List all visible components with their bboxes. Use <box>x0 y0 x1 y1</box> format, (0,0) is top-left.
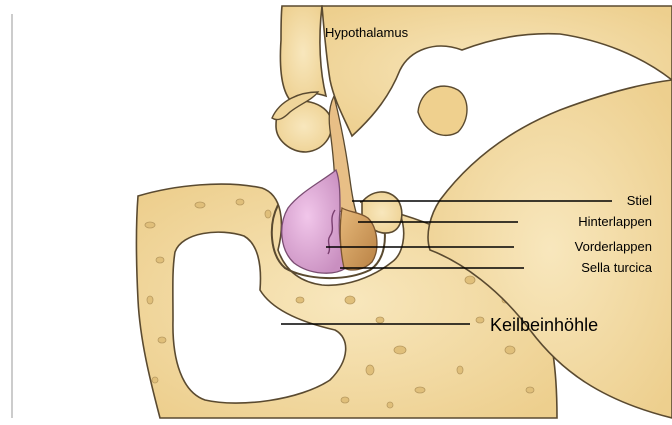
anterior-pituitary <box>282 170 346 273</box>
label-stiel: Stiel <box>627 193 652 208</box>
label-hypothalamus: Hypothalamus <box>325 25 409 40</box>
label-keilbeinhoehle: Keilbeinhöhle <box>490 315 598 335</box>
label-sella-turcica: Sella turcica <box>581 260 653 275</box>
pons-bulge <box>418 86 467 135</box>
label-hinterlappen: Hinterlappen <box>578 214 652 229</box>
label-vorderlappen: Vorderlappen <box>575 239 652 254</box>
brain-tissue-left <box>280 6 326 100</box>
